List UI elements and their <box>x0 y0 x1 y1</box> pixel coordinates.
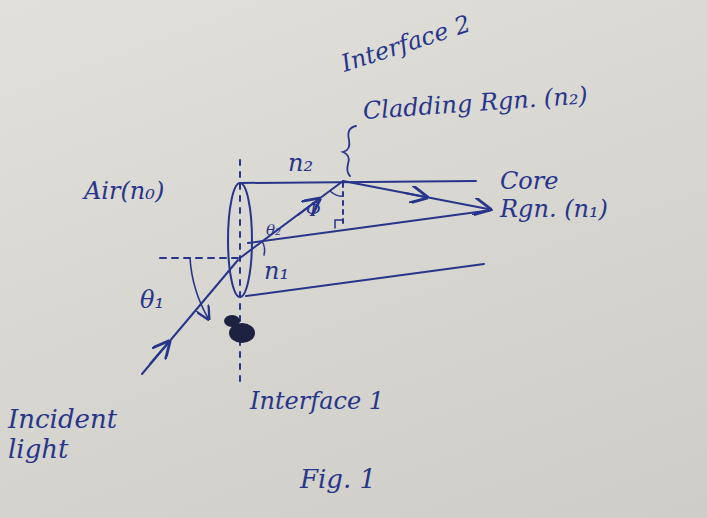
annotation-label: θ₁ <box>140 287 164 315</box>
incident-ray <box>142 260 238 374</box>
annotation-label: Φ <box>306 200 321 221</box>
reflected-ray <box>343 181 488 209</box>
normal-line <box>160 257 238 259</box>
right-angle-mark <box>335 220 343 228</box>
annotation-label: θ₂ <box>266 222 281 239</box>
annotation-label: Interface 1 <box>250 388 384 416</box>
annotation-label: Incident light <box>8 405 158 465</box>
angle-arc <box>262 241 265 255</box>
refracted-ray <box>240 181 343 258</box>
angle-arc <box>330 191 343 196</box>
incident-arrow <box>150 343 168 364</box>
interface-1-line <box>239 160 241 385</box>
fiber-axis <box>248 210 492 243</box>
normal-line <box>342 183 344 228</box>
annotation-label: n₁ <box>264 258 289 286</box>
annotation-label: Interface 2 <box>338 11 474 79</box>
annotation-label: Cladding Rgn. (n₂) <box>362 82 589 125</box>
fiber-end-face <box>228 183 252 297</box>
angle-arc <box>190 258 208 318</box>
figure-caption: Fig. 1 <box>300 465 376 495</box>
brace <box>343 126 356 176</box>
annotation-label: Core Rgn. (n₁) <box>500 168 620 223</box>
annotation-label: n₂ <box>288 150 313 178</box>
reflected-arrow <box>405 193 425 197</box>
cladding-boundary <box>240 181 476 183</box>
ink-blot <box>224 315 240 327</box>
annotation-label: Air(n₀) <box>84 178 164 206</box>
